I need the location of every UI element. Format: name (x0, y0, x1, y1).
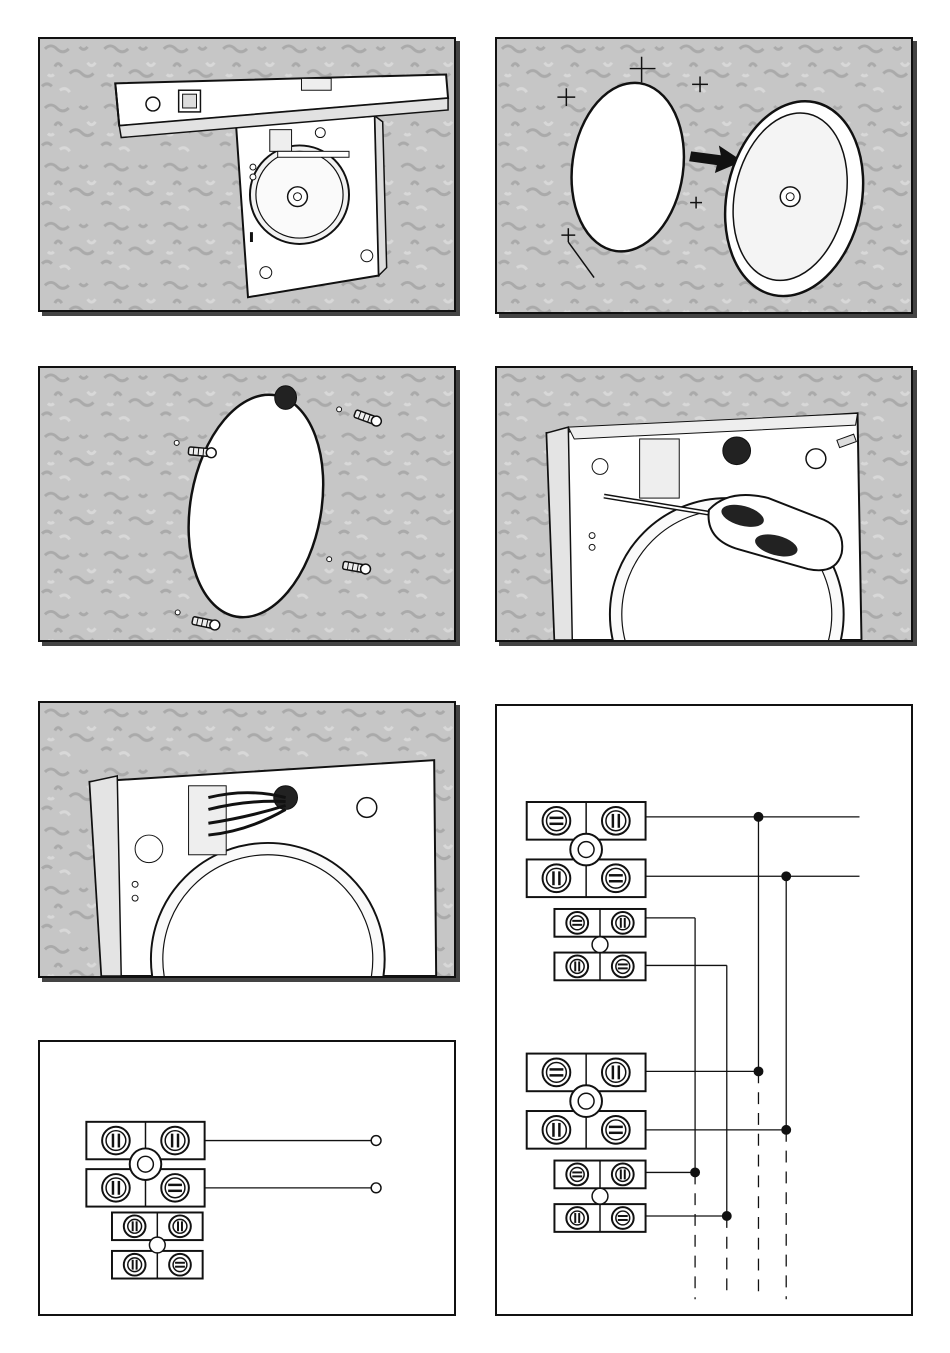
illustration-mark-opening (495, 37, 913, 314)
illustration-screwdriver (495, 366, 913, 642)
wire-junctions (690, 812, 791, 1221)
terminal-block-icon (86, 1122, 204, 1279)
supply-wires (205, 1136, 381, 1193)
illustration-level-housing (38, 37, 456, 312)
cable-grommet (275, 386, 297, 410)
wiring-diagram-single (38, 1040, 456, 1316)
illustration-wired-housing (38, 701, 456, 978)
wiring-diagram-multiple (495, 704, 913, 1316)
illustration-wall-plugs (38, 366, 456, 642)
terminal-block-icon (527, 802, 646, 1232)
wiring-lines (646, 817, 860, 1299)
fan-housing (236, 116, 387, 297)
